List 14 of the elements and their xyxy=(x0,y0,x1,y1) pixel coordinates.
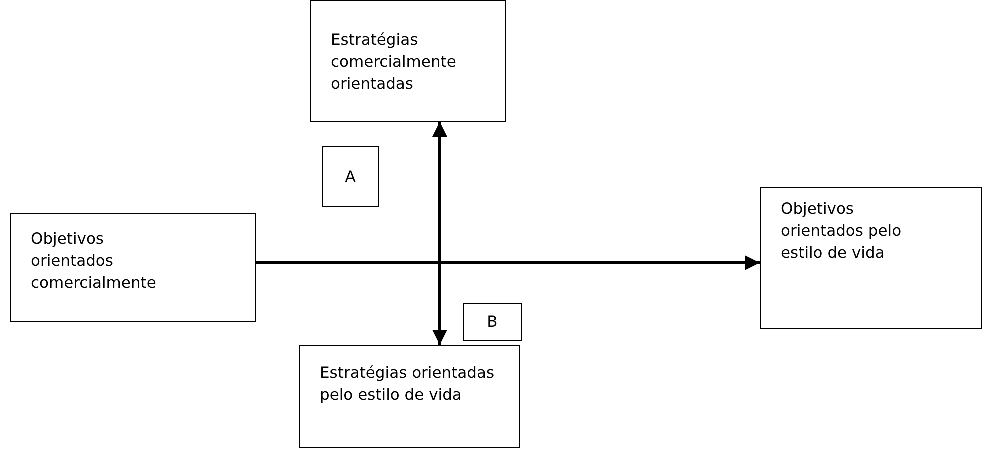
text-box xyxy=(299,345,520,448)
box-label: Estratégias comercialmente orientadas xyxy=(331,30,458,95)
arrow xyxy=(432,122,448,345)
text-box xyxy=(310,0,506,122)
box-label: Estratégias orientadas pelo estilo de vida xyxy=(320,363,496,406)
arrow xyxy=(256,256,760,270)
text-box xyxy=(10,213,256,322)
text-box xyxy=(463,303,522,341)
box-label: A xyxy=(345,166,356,188)
box-label: Objetivos orientados comercialmente xyxy=(31,229,155,294)
text-box xyxy=(760,187,982,329)
box-label: Objetivos orientados pelo estilo de vida xyxy=(781,199,903,264)
box-label: B xyxy=(487,312,498,333)
text-box xyxy=(322,146,379,207)
